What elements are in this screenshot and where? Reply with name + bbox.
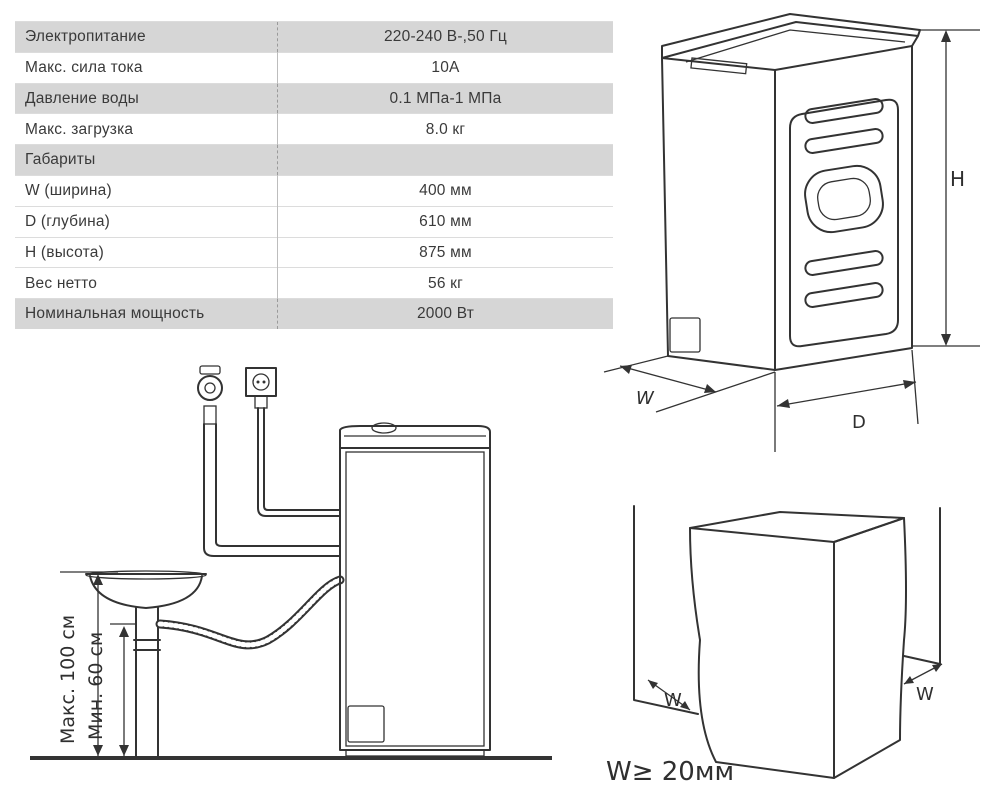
washer-vent-slot-4 bbox=[804, 281, 884, 309]
washer-lid bbox=[339, 425, 491, 449]
spec-label: Габариты bbox=[15, 144, 278, 176]
washer-lid-seam bbox=[685, 29, 906, 63]
spec-label: W (ширина) bbox=[15, 174, 278, 207]
washer-side-window-outer bbox=[804, 164, 884, 234]
spec-label: Вес нетто bbox=[15, 267, 278, 299]
spec-value bbox=[277, 144, 613, 176]
power-cable bbox=[257, 407, 341, 517]
installation-drawing: Макс. 100 см Мин. 60 см bbox=[30, 365, 552, 760]
spec-value: 220-240 В-,50 Гц bbox=[277, 21, 613, 53]
spec-row: Габариты bbox=[15, 144, 613, 176]
spec-row: D (глубина)610 мм bbox=[15, 205, 613, 238]
spec-row: W (ширина)400 мм bbox=[15, 174, 613, 207]
min-height-label: Мин. 60 см bbox=[85, 632, 107, 740]
left-wall bbox=[633, 505, 699, 715]
washer-side-face bbox=[774, 45, 913, 371]
inlet-hose bbox=[203, 423, 341, 557]
spec-value: 8.0 кг bbox=[277, 113, 613, 145]
width-label: W bbox=[636, 388, 655, 409]
washer-3d-drawing bbox=[661, 13, 921, 371]
spec-value: 0.1 МПа-1 МПа bbox=[277, 82, 613, 114]
washer-filter-hatch bbox=[669, 317, 701, 353]
max-height-label: Макс. 100 см bbox=[57, 615, 79, 744]
depth-label: D bbox=[852, 412, 866, 433]
height-dimension: H bbox=[912, 29, 980, 347]
washer-lid-handle bbox=[690, 57, 748, 75]
washer-vent-slot-1 bbox=[804, 97, 884, 125]
spec-value: 400 мм bbox=[277, 174, 613, 207]
washer-vent-slot-3 bbox=[804, 249, 884, 277]
spec-label: Макс. сила тока bbox=[15, 51, 278, 84]
spec-label: Электропитание bbox=[15, 21, 278, 53]
spec-row: H (высота)875 мм bbox=[15, 236, 613, 268]
washer-side-panel bbox=[789, 98, 899, 348]
right-wall bbox=[903, 507, 941, 665]
drain-hose bbox=[157, 577, 343, 648]
washer-front-face bbox=[661, 57, 776, 371]
clearance-left-label: W bbox=[664, 690, 682, 711]
water-tap bbox=[197, 375, 223, 401]
spec-value: 10А bbox=[277, 51, 613, 84]
clearance-rule: W≥ 20мм bbox=[606, 757, 734, 787]
washer-top-lid bbox=[661, 13, 921, 59]
washer-knob bbox=[371, 422, 397, 434]
washer-side-window-inner bbox=[817, 177, 871, 221]
washer-box-side bbox=[833, 517, 907, 779]
spec-value: 56 кг bbox=[277, 267, 613, 299]
depth-dimension: D bbox=[774, 349, 919, 452]
washer-filter-door bbox=[347, 705, 385, 743]
clearance-drawing: W W W≥ 20мм bbox=[606, 505, 943, 787]
drain-pipe bbox=[133, 607, 161, 757]
width-dimension: W bbox=[603, 355, 776, 413]
clearance-right-label: W bbox=[916, 684, 934, 705]
spec-label: H (высота) bbox=[15, 236, 278, 268]
washer-vent-slot-2 bbox=[804, 127, 884, 155]
height-label: H bbox=[950, 167, 965, 191]
spec-label: Давление воды bbox=[15, 82, 278, 114]
spec-label: Макс. загрузка bbox=[15, 113, 278, 145]
washer-box-front bbox=[689, 527, 835, 779]
power-socket bbox=[245, 367, 277, 397]
spec-value: 875 мм bbox=[277, 236, 613, 268]
spec-label: D (глубина) bbox=[15, 205, 278, 238]
spec-value: 2000 Вт bbox=[277, 298, 613, 329]
washer-body bbox=[339, 447, 491, 751]
spec-label: Номинальная мощность bbox=[15, 298, 278, 329]
spec-value: 610 мм bbox=[277, 205, 613, 238]
